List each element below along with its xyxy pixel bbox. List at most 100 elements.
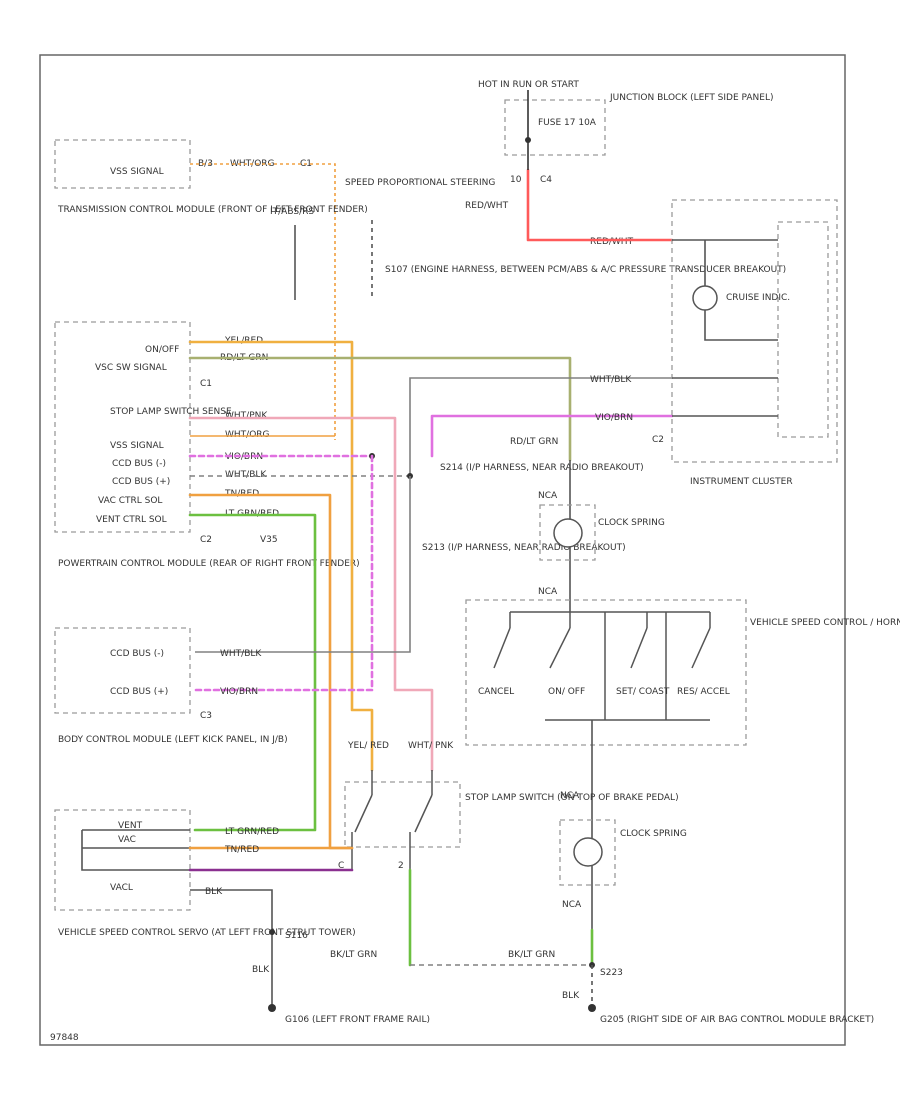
wire-wht-blk-ic — [409, 377, 672, 476]
wire-label-wht-blk: WHT/BLK — [225, 470, 267, 480]
clock-spring-coil-upper — [553, 518, 583, 548]
ic-wht-blk-label: WHT/BLK — [590, 375, 632, 385]
clock-spring-box-lower — [559, 819, 616, 886]
corner-code: 97848 — [50, 1033, 79, 1043]
diagram-frame — [39, 54, 846, 1046]
pcm-box — [54, 321, 191, 533]
stop-lamp-box — [344, 781, 461, 848]
cruise-indic-lamp — [692, 285, 718, 311]
pcm-ccd-neg: CCD BUS (-) — [112, 459, 166, 469]
nca-bottom: NCA — [562, 900, 582, 910]
pcm-ccd-pos: CCD BUS (+) — [112, 477, 170, 487]
red-wht-label-lt: RED/WHT — [590, 237, 634, 247]
servo-lt-grn-label: LT GRN/RED — [225, 827, 279, 837]
ic-box — [671, 199, 838, 463]
yel-red-sw-label: YEL/ RED — [347, 741, 389, 751]
nca-upper: NCA — [538, 491, 558, 501]
pcm-stop-lamp-sense: STOP LAMP SWITCH SENSE — [110, 407, 232, 417]
on-off-switch-label: ON/ OFF — [548, 687, 585, 697]
g106-label: G106 (LEFT FRONT FRAME RAIL) — [285, 1015, 430, 1025]
spm-label: SPEED PROPORTIONAL STEERING — [345, 178, 495, 188]
bcm-vio-brn-label: VIO/BRN — [220, 687, 258, 697]
nca-lower: NCA — [560, 791, 580, 801]
wire-label-wht-pnk: WHT/PNK — [225, 411, 268, 421]
blk-label-1: BLK — [205, 887, 223, 897]
bk-lt-grn-label-2: BK/LT GRN — [508, 950, 555, 960]
stop-lamp-contacts — [351, 770, 433, 965]
wire-blk-servo — [190, 889, 273, 1010]
tcm-label: TRANSMISSION CONTROL MODULE (FRONT OF LE… — [57, 205, 368, 215]
bcm-ccd-pos: CCD BUS (+) — [110, 687, 168, 697]
servo-box — [54, 809, 191, 911]
servo-label: VEHICLE SPEED CONTROL SERVO (AT LEFT FRO… — [58, 928, 356, 938]
g106-dot — [268, 1004, 276, 1012]
set-coast-label: SET/ COAST — [616, 687, 670, 697]
pcm-c1: C1 — [200, 379, 212, 389]
wire-red-wht — [526, 168, 674, 242]
s107-label: S107 (ENGINE HARNESS, BETWEEN PCM/ABS & … — [385, 265, 786, 275]
junction-block-label: JUNCTION BLOCK (LEFT SIDE PANEL) — [609, 93, 773, 103]
bcm-box — [54, 627, 191, 714]
pcm-vsc-sw: VSC SW SIGNAL — [95, 363, 167, 373]
c4-pin: 10 — [510, 175, 522, 185]
cruise-indic-label: CRUISE INDIC. — [726, 293, 790, 303]
servo-vac: VAC — [118, 835, 136, 845]
wire-wht-blk-bcm — [195, 476, 411, 653]
wire-vio-brn-ic — [430, 414, 674, 458]
pcm-on-off: ON/OFF — [145, 345, 179, 355]
servo-vent: VENT — [118, 821, 143, 831]
wire-vio-brn-bcm — [193, 454, 374, 692]
c4-label: C4 — [540, 175, 552, 185]
res-accel-label: RES/ ACCEL — [677, 687, 730, 697]
cancel-label: CANCEL — [478, 687, 514, 697]
nca-mid: NCA — [538, 587, 558, 597]
rd-lt-grn-right: RD/LT GRN — [510, 437, 558, 447]
spm-sublabel: IT/ABS/RS — [270, 207, 314, 217]
pcm-vac-ctrl: VAC CTRL SOL — [98, 496, 162, 506]
bk-lt-grn-label: BK/LT GRN — [330, 950, 377, 960]
bcm-c3: C3 — [200, 711, 212, 721]
hot-in-run-label: HOT IN RUN OR START — [478, 80, 579, 90]
wire-wht-pnk — [188, 416, 434, 772]
pin-c: C — [338, 861, 344, 871]
pcm-label: POWERTRAIN CONTROL MODULE (REAR OF RIGHT… — [58, 559, 360, 569]
g205-label: G205 (RIGHT SIDE OF AIR BAG CONTROL MODU… — [600, 1015, 874, 1025]
vsc-switch-label: VEHICLE SPEED CONTROL / HORN SWITCH — [750, 618, 900, 628]
blk-label-2: BLK — [252, 965, 270, 975]
wire-tan-red — [188, 493, 354, 850]
s214-label: S214 (I/P HARNESS, NEAR RADIO BREAKOUT) — [440, 463, 644, 473]
pin-2: 2 — [398, 861, 404, 871]
stop-lamp-label: STOP LAMP SWITCH (ON TOP OF BRAKE PEDAL) — [465, 793, 679, 803]
pcm-vss-signal: VSS SIGNAL — [110, 441, 164, 451]
switch-contacts — [493, 612, 711, 720]
wire-lt-grn-red — [188, 513, 317, 832]
s116-label: S116 — [285, 931, 308, 941]
ic-indic-branch — [704, 240, 778, 341]
clock-spring-coil-lower — [573, 837, 603, 867]
wire-rd-lt-grn — [188, 356, 572, 462]
bcm-label: BODY CONTROL MODULE (LEFT KICK PANEL, IN… — [58, 735, 288, 745]
ic-vio-brn-label: VIO/BRN — [595, 413, 633, 423]
s223-label: S223 — [600, 968, 623, 978]
servo-internal — [81, 829, 190, 871]
ic-inner-box — [777, 221, 829, 438]
fuse-dot — [525, 137, 531, 143]
instrument-cluster-label: INSTRUMENT CLUSTER — [690, 477, 793, 487]
s116-dot — [269, 929, 275, 935]
pcm-c2: C2 — [200, 535, 212, 545]
clock-spring-label-upper: CLOCK SPRING — [598, 518, 665, 528]
wire-yel-red — [188, 340, 374, 772]
junction-block-box — [504, 99, 606, 156]
bcm-ccd-neg: CCD BUS (-) — [110, 649, 164, 659]
servo-vac2: VACL — [110, 883, 133, 893]
wire-wht-org-tcm — [190, 163, 336, 440]
bcm-wht-blk-label: WHT/BLK — [220, 649, 262, 659]
vsc-switch-box — [465, 599, 747, 746]
wht-pnk-sw-label: WHT/ PNK — [408, 741, 454, 751]
blk-label-3: BLK — [562, 991, 580, 1001]
clock-spring-label-lower: CLOCK SPRING — [620, 829, 687, 839]
pcm-v35: V35 — [260, 535, 278, 545]
g205-dot — [588, 1004, 596, 1012]
servo-tan-red-label: TN/RED — [224, 845, 259, 855]
